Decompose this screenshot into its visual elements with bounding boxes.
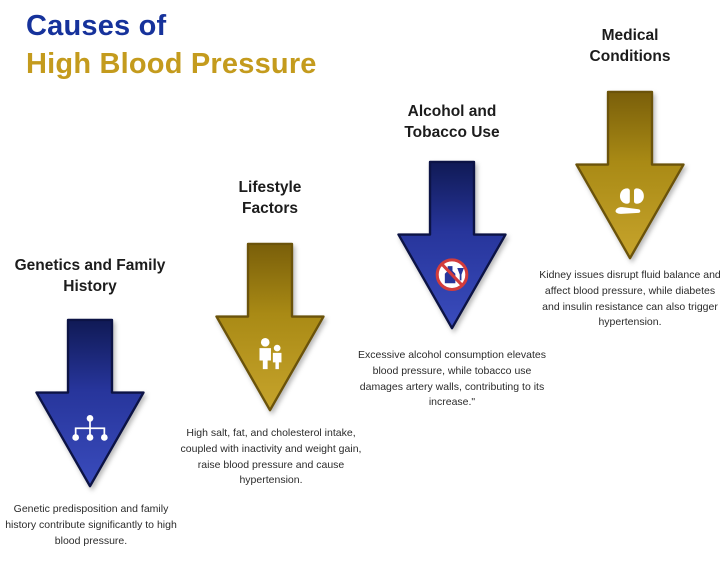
description-alcohol-tobacco: Excessive alcohol consumption elevates b…	[358, 349, 546, 409]
description-lifestyle: High salt, fat, and cholesterol intake, …	[180, 427, 362, 487]
arrow-down-medical	[575, 90, 685, 260]
description-genetics: Genetic predisposition and family histor…	[5, 503, 177, 547]
family-tree-icon	[72, 414, 108, 441]
arrow-down-alcohol-tobacco	[397, 160, 507, 330]
heading-lifestyle: Lifestyle Factors	[238, 179, 302, 217]
description-medical: Kidney issues disrupt fluid balance and …	[539, 269, 720, 329]
no-alcohol-icon	[435, 258, 469, 292]
hand-kidney-icon	[615, 188, 644, 214]
heading-medical: Medical Conditions	[589, 27, 671, 65]
page-title: Causes of High Blood Pressure	[26, 8, 317, 83]
page-title-line2: High Blood Pressure	[26, 47, 317, 80]
page-title-line1: Causes of	[26, 10, 167, 42]
arrow-down-lifestyle	[215, 242, 325, 412]
heading-alcohol-tobacco: Alcohol and Tobacco Use	[404, 103, 500, 141]
family-icon	[259, 338, 282, 370]
arrow-down-genetics	[35, 318, 145, 488]
heading-genetics: Genetics and Family History	[14, 257, 166, 295]
